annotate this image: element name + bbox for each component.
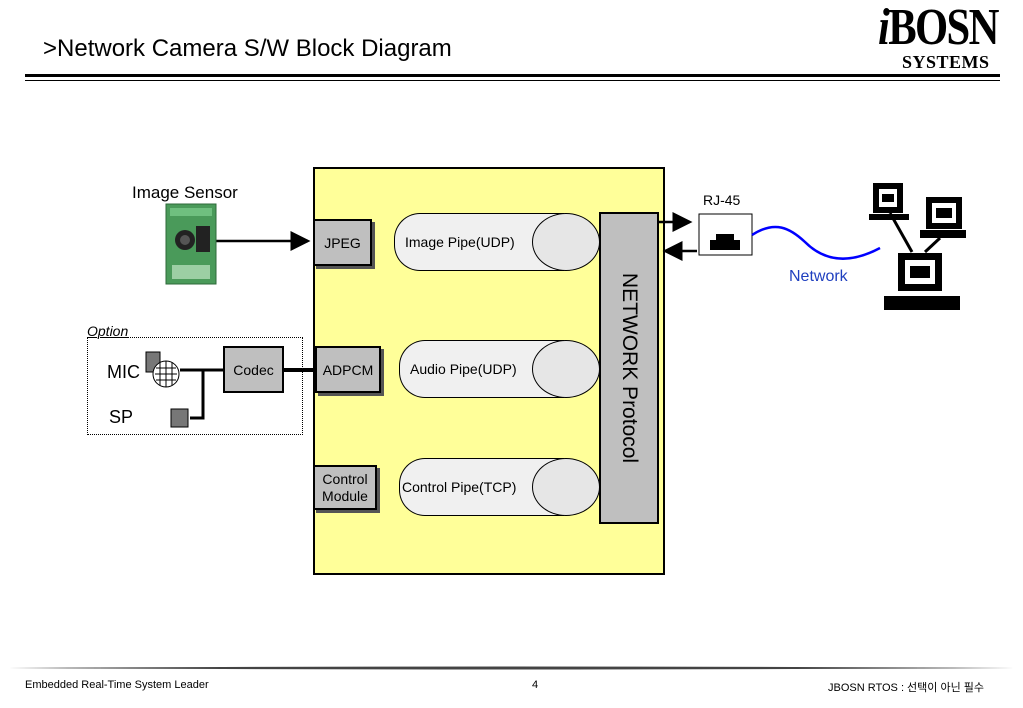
control-pipe-label: Control Pipe(TCP)	[402, 479, 517, 495]
control-module: Control Module	[313, 465, 377, 510]
logo-i: i	[878, 0, 890, 56]
header-rule-thick	[25, 74, 1000, 77]
mic-label: MIC	[107, 362, 140, 382]
codec-label: Codec	[233, 361, 274, 378]
logo-systems: SYSTEMS	[902, 52, 990, 72]
footer-left: Embedded Real-Time System Leader	[25, 679, 209, 691]
sp-label: SP	[109, 407, 134, 427]
adpcm-label: ADPCM	[322, 361, 374, 378]
control-module-label-line2: Module	[322, 487, 368, 504]
footer-page-number: 4	[532, 679, 539, 691]
option-group-box	[87, 337, 303, 435]
computer-network-icon	[869, 183, 966, 310]
image-pipe-label: Image Pipe(UDP)	[405, 234, 515, 250]
option-label: Option	[87, 323, 129, 339]
network-protocol-label: NETWORK Protocol	[618, 272, 641, 464]
control-module-label-line1: Control	[322, 470, 368, 487]
ibosn-logo: iBOSN	[878, 0, 999, 56]
rj45-label: RJ-45	[703, 192, 741, 208]
audio-pipe-label: Audio Pipe(UDP)	[410, 361, 517, 377]
footer-rule	[8, 666, 1015, 670]
logo-bosn: BOSN	[888, 0, 999, 56]
audio-pipe-end	[532, 340, 600, 398]
image-sensor-label: Image Sensor	[132, 183, 238, 202]
jpeg-module: JPEG	[313, 219, 372, 266]
footer-right: JBOSN RTOS : 선택이 아닌 필수	[828, 682, 985, 694]
image-pipe-end	[532, 213, 600, 271]
image-sensor-icon	[165, 203, 217, 285]
speaker-icon	[170, 408, 189, 428]
header-rule-thin	[25, 80, 1000, 81]
network-label: Network	[789, 268, 848, 285]
adpcm-module: ADPCM	[315, 346, 381, 393]
microphone-icon	[145, 351, 180, 388]
sp-to-codec-line	[190, 370, 205, 420]
network-cable	[751, 225, 881, 260]
network-protocol-block	[599, 212, 659, 524]
control-pipe-end	[532, 458, 600, 516]
codec-block: Codec	[223, 346, 284, 393]
slide-title: >Network Camera S/W Block Diagram	[43, 35, 452, 62]
jpeg-label: JPEG	[324, 234, 361, 251]
